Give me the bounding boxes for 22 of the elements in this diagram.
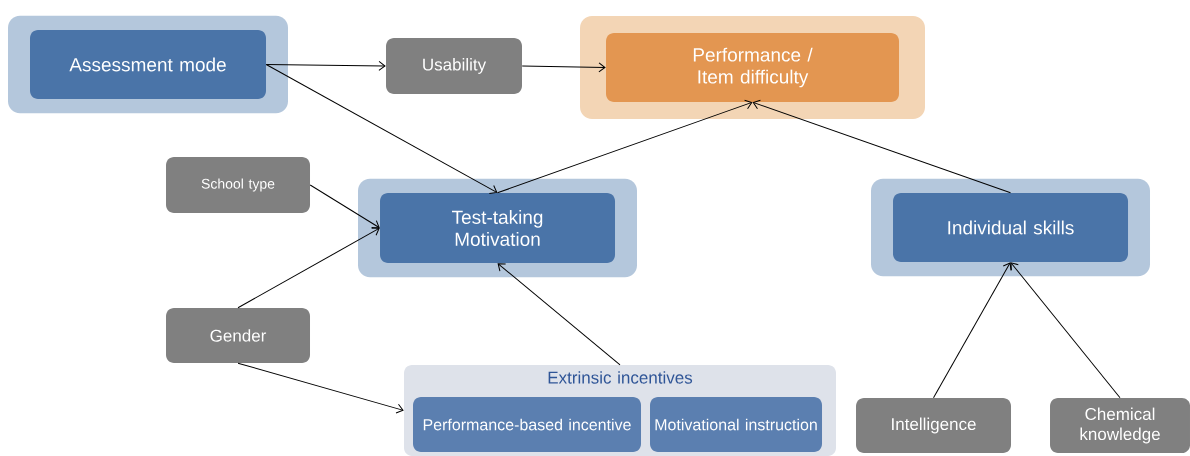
arrow [265,60,386,71]
arrow [1010,262,1121,399]
arrow [497,263,621,366]
arrow [237,226,380,309]
factor-box: Usability [386,38,522,94]
factor-box: Assessment mode [8,15,288,114]
arrow [497,99,753,194]
incentive-box: Motivational instruction [650,397,822,452]
arrow [237,362,404,414]
arrow [521,62,606,73]
factor-box: School type [166,157,310,213]
arrow [265,64,498,194]
incentive-box: Performance-based incentive [413,397,641,452]
arrow [933,262,1012,399]
factor-box: Gender [166,308,310,363]
outcome-box: Performance / Item difficulty [580,16,925,119]
arrow [752,99,1011,194]
factor-box: Test-taking Motivation [358,178,637,278]
factor-box: Intelligence [856,398,1011,453]
factor-box: Chemical knowledge [1050,398,1190,453]
factor-box: Individual skills [871,178,1150,277]
arrow [309,184,380,229]
